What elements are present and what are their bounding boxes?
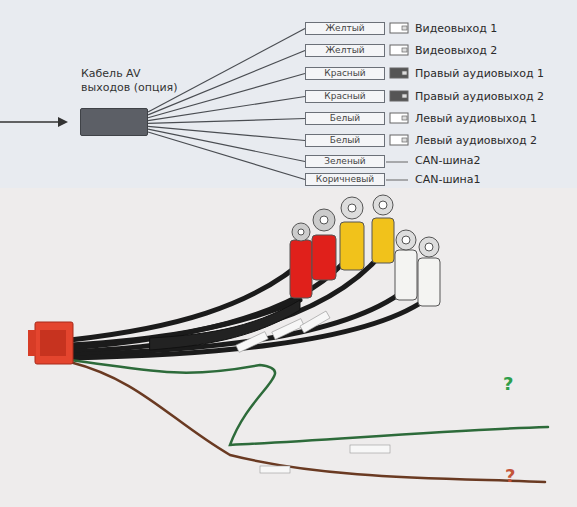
wire-line [148, 74, 305, 118]
red-connector [28, 322, 73, 364]
wire-color: Красный [324, 91, 365, 101]
wire-tag-box: Желтый [305, 22, 385, 35]
wire-tag-box: Желтый [305, 44, 385, 57]
rca-plug-icons [390, 23, 408, 145]
wire-color: Коричневый [316, 174, 374, 184]
wire-tag-box: Коричневый [305, 173, 385, 186]
wire-line [148, 129, 305, 161]
wire-line [148, 132, 305, 180]
wire-tag-box: Зеленый [305, 155, 385, 168]
wire-color: Красный [324, 68, 365, 78]
cable-title: Кабель AV выходов (опция) [81, 67, 191, 95]
rca-plug-pins [402, 26, 407, 142]
wire-line [148, 97, 305, 121]
question-mark: ? [503, 374, 513, 394]
output-label: Левый аудиовыход 2 [415, 134, 537, 147]
wire-line [148, 29, 305, 113]
output-label: Правый аудиовыход 1 [415, 67, 544, 80]
wire-tag-box: Белый [305, 112, 385, 125]
photo-ground [0, 188, 577, 507]
wire-tag-box: Красный [305, 90, 385, 103]
output-label: Видеовыход 1 [415, 22, 497, 35]
output-label: CAN-шина2 [415, 154, 481, 167]
wire-color: Желтый [325, 23, 364, 33]
wire-color: Белый [330, 135, 360, 145]
wire-end [386, 162, 408, 163]
arrow-head [58, 117, 68, 127]
wire-tags [236, 311, 390, 473]
output-label: Видеовыход 2 [415, 44, 497, 57]
output-label: Левый аудиовыход 1 [415, 112, 537, 125]
wire-tag-box: Красный [305, 67, 385, 80]
output-label: Правый аудиовыход 2 [415, 90, 544, 103]
wire-tag-box: Белый [305, 134, 385, 147]
wire-color: Зеленый [324, 156, 365, 166]
pointer-arrow [0, 121, 60, 123]
wire-color: Белый [330, 113, 360, 123]
diagram-ground [0, 0, 577, 188]
connector-block: Кабель AV выходов (опция) [80, 108, 148, 136]
rca-plugs [290, 195, 440, 306]
question-mark: ? [505, 466, 515, 486]
wire-line [148, 119, 305, 124]
wire-color: Желтый [325, 45, 364, 55]
wire-end [386, 180, 408, 181]
output-label: CAN-шина1 [415, 173, 481, 186]
